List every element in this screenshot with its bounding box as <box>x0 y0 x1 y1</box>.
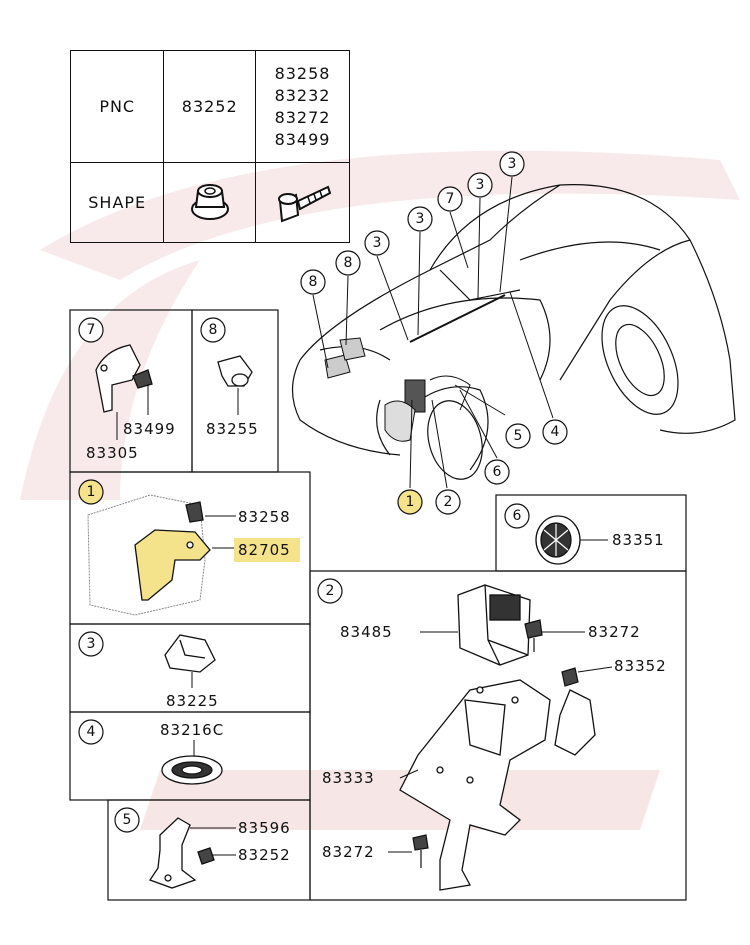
svg-text:3: 3 <box>373 235 382 251</box>
car-callout: 2 <box>435 489 461 515</box>
part-83596-label: 83596 <box>238 819 291 837</box>
panel-4-callout: 4 <box>78 719 104 745</box>
grommet-83351-drawing <box>535 515 608 565</box>
part-82705-highlight <box>234 538 300 562</box>
pnc-list-item: 83258 <box>274 63 331 83</box>
svg-text:2: 2 <box>444 494 453 510</box>
part-83352-label: 83352 <box>614 657 667 675</box>
car-callout: 3 <box>407 206 433 232</box>
bracket-83305-drawing <box>95 344 153 440</box>
svg-text:8: 8 <box>309 274 318 290</box>
flange-nut-icon <box>190 183 229 220</box>
part-83225-label: 83225 <box>166 692 219 710</box>
car-callout: 8 <box>300 269 326 295</box>
grommet-83216C-drawing <box>161 755 223 785</box>
panel-8-callout: 8 <box>200 317 226 343</box>
car-callout: 3 <box>364 230 390 256</box>
part-82705-label: 82705 <box>238 541 291 559</box>
nut-83352-drawing <box>561 666 613 687</box>
pnc-list-item: 83232 <box>274 85 331 105</box>
svg-text:5: 5 <box>123 812 132 828</box>
panel-7-callout: 7 <box>78 317 104 343</box>
part-83272-top-label: 83272 <box>588 623 641 641</box>
part-83258-label: 83258 <box>238 508 291 526</box>
bolt-83272-top-drawing <box>524 619 585 652</box>
car-callout: 5 <box>505 423 531 449</box>
car-callout: 8 <box>335 250 361 276</box>
svg-text:1: 1 <box>406 494 415 510</box>
car-callout: 3 <box>499 151 525 177</box>
part-83216C-label: 83216C <box>160 721 224 739</box>
bracket-83596-drawing <box>149 817 236 889</box>
bracket-83225-drawing <box>164 634 216 688</box>
svg-text:3: 3 <box>508 156 517 172</box>
svg-text:3: 3 <box>416 211 425 227</box>
shape-header-cell: SHAPE <box>69 162 165 243</box>
svg-text:7: 7 <box>446 191 455 207</box>
shape-bolt-cell <box>255 162 350 243</box>
pnc-header-cell: PNC <box>69 50 165 163</box>
panel-1-callout-highlighted: 1 <box>78 479 104 505</box>
part-83252-label: 83252 <box>238 846 291 864</box>
svg-text:6: 6 <box>513 508 522 524</box>
svg-text:6: 6 <box>493 464 502 480</box>
svg-text:2: 2 <box>326 583 335 599</box>
car-callout: 6 <box>484 459 510 485</box>
panel-6-callout: 6 <box>504 503 530 529</box>
part-83485-label: 83485 <box>340 623 393 641</box>
bracket-83333-drawing <box>399 679 596 891</box>
panel-2-callout: 2 <box>317 578 343 604</box>
svg-text:3: 3 <box>87 636 96 652</box>
flange-bolt-icon <box>277 185 331 222</box>
svg-text:8: 8 <box>209 322 218 338</box>
pnc-shape-table: PNC 83252 83258 83232 83272 83499 SHAPE <box>69 50 350 243</box>
svg-text:8: 8 <box>344 255 353 271</box>
pnc-list-item: 83499 <box>274 129 331 149</box>
panel-5-callout: 5 <box>114 807 140 833</box>
pnc-list-cell: 83258 83232 83272 83499 <box>255 50 350 163</box>
module-outline-drawing <box>87 494 206 616</box>
svg-text:5: 5 <box>514 428 523 444</box>
car-callout: 4 <box>542 419 568 445</box>
bracket-82705-highlighted-drawing <box>134 501 236 601</box>
shape-nut-cell <box>163 162 257 243</box>
car-callout: 3 <box>467 172 493 198</box>
svg-text:1: 1 <box>87 484 96 500</box>
part-83351-label: 83351 <box>612 531 665 549</box>
svg-text:3: 3 <box>476 177 485 193</box>
panel-3-callout: 3 <box>78 631 104 657</box>
part-83499-label: 83499 <box>123 420 176 438</box>
car-callout: 7 <box>437 186 463 212</box>
part-83255-label: 83255 <box>206 420 259 438</box>
car-callout-highlighted: 1 <box>397 489 423 515</box>
bolt-83272-bottom-drawing <box>388 834 429 868</box>
car-leader-lines <box>312 176 554 489</box>
relay-83485-drawing <box>420 584 531 666</box>
svg-text:7: 7 <box>87 322 96 338</box>
svg-text:4: 4 <box>551 424 560 440</box>
pnc-list-item: 83272 <box>274 107 331 127</box>
engine-bay-detail <box>324 294 506 442</box>
part-83272-bottom-label: 83272 <box>322 843 375 861</box>
clip-83255-drawing <box>217 355 253 415</box>
car-outline <box>291 184 736 480</box>
part-83333-label: 83333 <box>322 769 375 787</box>
svg-text:4: 4 <box>87 724 96 740</box>
panel-frames <box>69 309 687 901</box>
part-83305-label: 83305 <box>86 444 139 462</box>
